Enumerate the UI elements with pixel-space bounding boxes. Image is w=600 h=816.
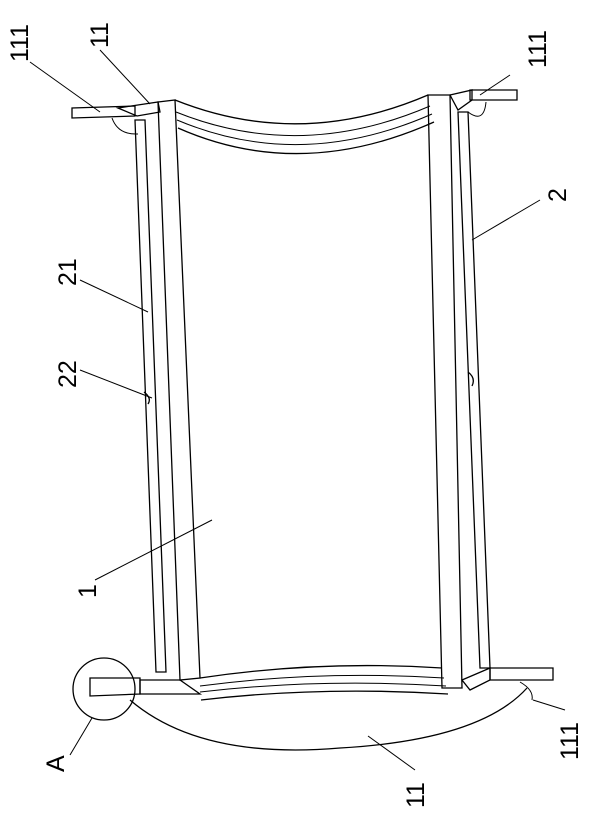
bottom-pipe-end-curves <box>129 664 528 751</box>
label-detail-a: A <box>42 755 70 772</box>
label-pipe-body: 1 <box>74 584 102 598</box>
label-flange-top-left: 111 <box>6 24 34 62</box>
label-flange-bottom-right: 111 <box>556 722 584 760</box>
label-pipe-end-bottom: 11 <box>402 782 430 808</box>
bottom-left-flange <box>89 677 203 697</box>
bottom-right-flange <box>460 667 554 701</box>
groove-marks <box>143 371 474 405</box>
top-right-flange <box>449 89 518 117</box>
label-sleeve-inner-layer: 21 <box>54 258 82 286</box>
left-pipe-wall <box>134 99 201 681</box>
detail-circle-a <box>72 657 136 721</box>
label-sleeve: 2 <box>544 188 572 202</box>
leader-lines <box>29 49 566 771</box>
top-left-flange <box>71 101 161 135</box>
top-pipe-end-curves <box>174 94 435 155</box>
label-groove: 22 <box>54 360 82 388</box>
right-pipe-wall <box>427 94 491 689</box>
label-pipe-end-top-left: 11 <box>86 22 114 48</box>
label-flange-top-right: 111 <box>524 30 552 68</box>
